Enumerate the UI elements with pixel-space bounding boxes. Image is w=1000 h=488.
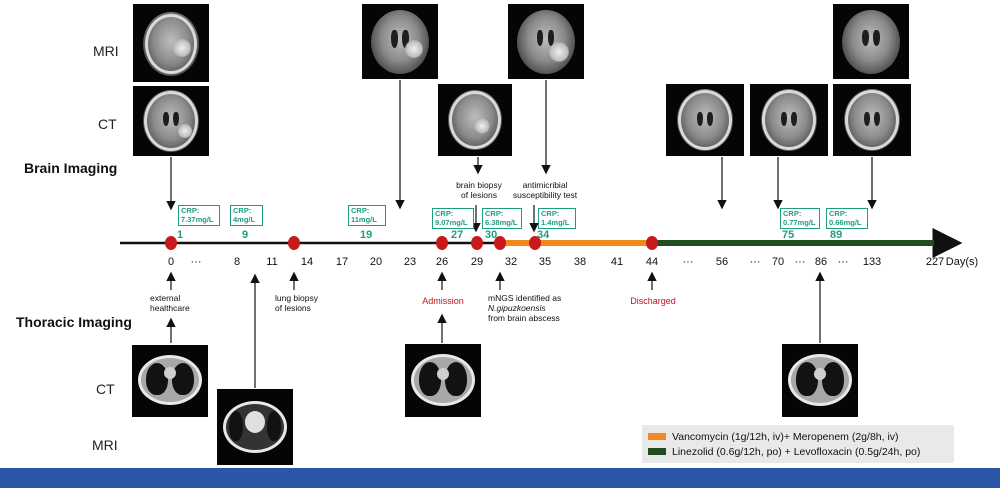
axis-tick-label: ··· bbox=[837, 256, 849, 268]
brain-ct-scan-day0 bbox=[133, 86, 209, 156]
event-dot-day0 bbox=[165, 236, 177, 250]
legend-swatch-orange bbox=[648, 433, 666, 440]
thoracic-ct-scan-day0 bbox=[132, 345, 208, 417]
event-dot-day30 bbox=[494, 236, 506, 250]
axis-tick-label: 11 bbox=[266, 256, 278, 268]
crp-box-day75: CRP: 0.77mg/L bbox=[780, 208, 820, 229]
legend-item-linezolid: Linezolid (0.6g/12h, po) + Levofloxacin … bbox=[648, 444, 948, 459]
note-brain-biopsy: brain biopsy of lesions bbox=[456, 180, 502, 200]
brain-ct-scan-day133 bbox=[833, 84, 911, 156]
crp-box-day1: CRP: 7.37mg/L bbox=[178, 205, 220, 226]
axis-tick-label: 133 bbox=[862, 256, 882, 268]
axis-tick-label: ··· bbox=[190, 256, 202, 268]
axis-tick-label: ··· bbox=[749, 256, 761, 268]
axis-unit-label: Day(s) bbox=[945, 256, 979, 268]
thoracic-mri-label: MRI bbox=[92, 437, 118, 453]
thoracic-ct-scan-day86 bbox=[782, 344, 858, 417]
axis-tick-label: 23 bbox=[403, 256, 417, 268]
crp-day-34: 34 bbox=[537, 229, 550, 241]
note-mngs-3: from brain abscess bbox=[488, 313, 560, 323]
note-lung-biopsy: lung biopsy of lesions bbox=[275, 293, 319, 313]
crp-box-day30: CRP: 6.38mg/L bbox=[482, 208, 522, 229]
crp-day-30: 30 bbox=[485, 229, 498, 241]
axis-tick-label: 86 bbox=[814, 256, 828, 268]
treatment-legend: Vancomycin (1g/12h, iv)+ Meropenem (2g/8… bbox=[642, 425, 954, 463]
event-dot-day34 bbox=[529, 236, 541, 250]
note-discharged: Discharged bbox=[630, 296, 676, 306]
crp-day-89: 89 bbox=[830, 229, 843, 241]
footer-bar bbox=[0, 468, 1000, 488]
event-dot-day29 bbox=[471, 236, 483, 250]
axis-tick-label: 32 bbox=[504, 256, 518, 268]
event-dot-day44 bbox=[646, 236, 658, 250]
axis-tick-label: 14 bbox=[300, 256, 314, 268]
axis-tick-label: 227 bbox=[925, 256, 945, 268]
crp-day-1: 1 bbox=[177, 229, 184, 241]
crp-box-day34: CRP: 1.4mg/L bbox=[538, 208, 576, 229]
event-dot-day26 bbox=[436, 236, 448, 250]
axis-tick-label: 8 bbox=[233, 256, 241, 268]
axis-tick-label: 17 bbox=[335, 256, 349, 268]
brain-mri-scan-day0 bbox=[133, 4, 209, 82]
note-admission: Admission bbox=[422, 296, 464, 306]
thoracic-ct-label: CT bbox=[96, 381, 115, 397]
linezolid-levofloxacin-bar bbox=[652, 240, 934, 246]
axis-tick-label: 20 bbox=[369, 256, 383, 268]
axis-tick-label: 38 bbox=[573, 256, 587, 268]
crp-day-75: 75 bbox=[782, 229, 795, 241]
brain-ct-scan-day70 bbox=[750, 84, 828, 156]
note-ast: antimicribial susceptibility test bbox=[512, 180, 578, 200]
thoracic-imaging-label: Thoracic Imaging bbox=[16, 314, 132, 330]
brain-mri-label: MRI bbox=[93, 43, 119, 59]
thoracic-mri-scan-day11 bbox=[217, 389, 293, 465]
crp-box-day89: CRP: 0.66mg/L bbox=[826, 208, 868, 229]
axis-tick-label: 56 bbox=[715, 256, 729, 268]
legend-text-vancomycin: Vancomycin (1g/12h, iv)+ Meropenem (2g/8… bbox=[672, 430, 899, 443]
brain-mri-scan-day34 bbox=[508, 4, 584, 79]
legend-swatch-green bbox=[648, 448, 666, 455]
brain-ct-label: CT bbox=[98, 116, 117, 132]
axis-tick-label: 26 bbox=[435, 256, 449, 268]
crp-box-day19: CRP: 11mg/L bbox=[348, 205, 386, 226]
brain-ct-scan-day29 bbox=[438, 84, 512, 156]
axis-tick-label: 70 bbox=[771, 256, 785, 268]
crp-box-day27: CRP: 9.07mg/L bbox=[432, 208, 474, 229]
vancomycin-meropenem-bar bbox=[500, 240, 652, 246]
note-external-healthcare: external healthcare bbox=[150, 293, 190, 313]
note-mngs-2: N.gipuzkoensis bbox=[488, 303, 546, 313]
legend-text-linezolid: Linezolid (0.6g/12h, po) + Levofloxacin … bbox=[672, 445, 921, 458]
axis-tick-label: 29 bbox=[470, 256, 484, 268]
note-mngs-1: mNGS identified as bbox=[488, 293, 562, 303]
brain-mri-scan-day23 bbox=[362, 4, 438, 79]
axis-tick-label: 41 bbox=[610, 256, 624, 268]
brain-imaging-label: Brain Imaging bbox=[24, 160, 118, 176]
crp-day-9: 9 bbox=[242, 229, 249, 241]
legend-item-vancomycin: Vancomycin (1g/12h, iv)+ Meropenem (2g/8… bbox=[648, 429, 948, 444]
event-dot-day13 bbox=[288, 236, 300, 250]
axis-tick-label: 44 bbox=[645, 256, 659, 268]
axis-tick-label: 0 bbox=[167, 256, 175, 268]
brain-mri-scan-day133 bbox=[833, 4, 909, 79]
thoracic-ct-scan-day26 bbox=[405, 344, 481, 417]
axis-tick-label: ··· bbox=[794, 256, 806, 268]
crp-day-19: 19 bbox=[360, 229, 373, 241]
crp-day-27: 27 bbox=[451, 229, 464, 241]
crp-box-day9: CRP: 4mg/L bbox=[230, 205, 263, 226]
axis-tick-label: 35 bbox=[538, 256, 552, 268]
axis-tick-label: ··· bbox=[682, 256, 694, 268]
brain-ct-scan-day56 bbox=[666, 84, 744, 156]
